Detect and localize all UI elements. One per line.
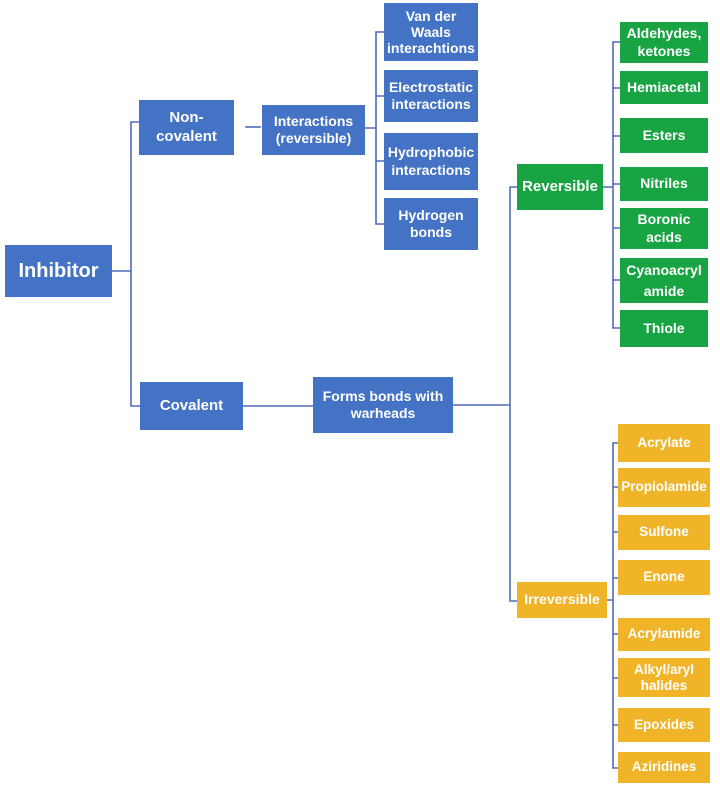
node-hemiacetal: Hemiacetal	[620, 71, 708, 104]
node-sulfone: Sulfone	[618, 515, 710, 550]
non-covalent-line2: covalent	[156, 127, 217, 145]
node-enone: Enone	[618, 560, 710, 595]
node-hydrogen-bonds: Hydrogen bonds	[384, 198, 478, 250]
node-irreversible: Irreversible	[517, 582, 607, 618]
node-non-covalent: Non- covalent	[139, 100, 234, 155]
connector-irreversible-bracket	[606, 442, 619, 769]
node-nitriles: Nitriles	[620, 167, 708, 201]
interactions-line1: Interactions	[273, 112, 354, 129]
node-aldehydes-ketones: Aldehydes, ketones	[620, 22, 708, 63]
node-van-der-waals: Van der Waals interachtions	[384, 3, 478, 61]
non-covalent-line1: Non-	[169, 109, 204, 127]
node-interactions: Interactions (reversible)	[262, 105, 365, 155]
node-electrostatic: Electrostatic interactions	[384, 70, 478, 122]
node-aziridines: Aziridines	[618, 752, 710, 783]
node-epoxides: Epoxides	[618, 708, 710, 742]
node-acrylate: Acrylate	[618, 424, 710, 462]
node-hydrophobic: Hydrophobic interactions	[384, 133, 478, 190]
connector-reversible-bracket	[602, 41, 621, 329]
node-warheads: Forms bonds with warheads	[313, 377, 453, 433]
node-alkyl-aryl-halides: Alkyl/aryl halides	[618, 658, 710, 697]
node-propiolamide: Propiolamide	[618, 468, 710, 507]
node-reversible: Reversible	[517, 164, 603, 210]
node-covalent: Covalent	[140, 382, 243, 430]
node-boronic-acids: Boronic acids	[620, 208, 708, 249]
connector-warheads-trunk	[452, 186, 518, 602]
node-inhibitor: Inhibitor	[5, 245, 112, 297]
node-thiole: Thiole	[620, 310, 708, 347]
connector-root-branch	[111, 121, 141, 407]
interactions-line2: (reversible)	[275, 130, 352, 146]
node-cyanoacryl-amide: Cyanoacryl amide	[620, 258, 708, 303]
node-acrylamide: Acrylamide	[618, 618, 710, 651]
connector-interactions-bracket	[364, 31, 385, 225]
node-esters: Esters	[620, 118, 708, 153]
